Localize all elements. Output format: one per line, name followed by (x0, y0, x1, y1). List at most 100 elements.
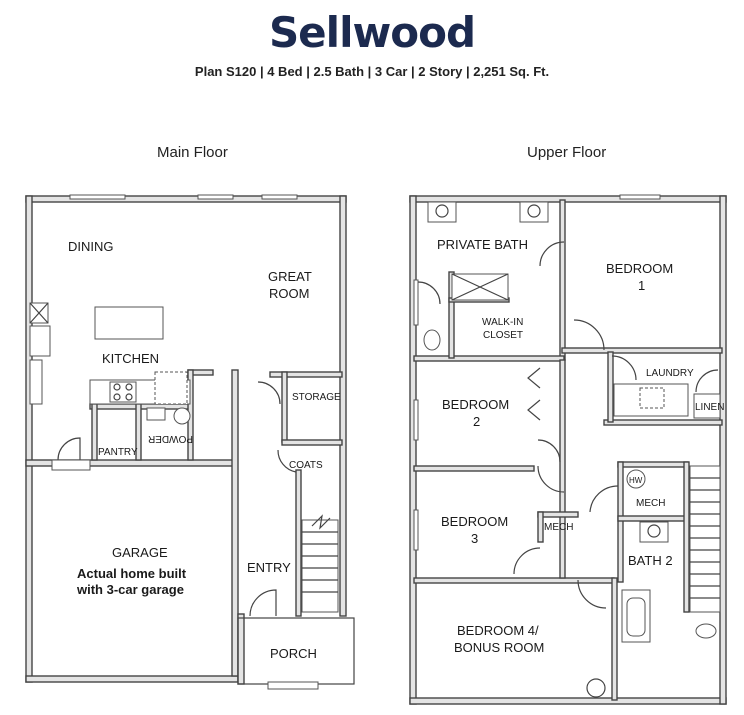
counter (29, 359, 43, 405)
hall-wall (559, 359, 566, 579)
walkin-wall (448, 271, 455, 359)
door-swing (589, 485, 619, 513)
room-porch: PORCH (270, 646, 317, 661)
door-swing (417, 281, 441, 305)
plan-title: Sellwood (268, 8, 476, 57)
door-swing (513, 547, 541, 575)
window (413, 279, 419, 326)
room-bedroom-3: BEDROOM (441, 514, 508, 529)
toilet (695, 623, 717, 639)
mech-bottom-wall (617, 515, 689, 522)
linen-cabinet (693, 393, 721, 419)
room-bedroom-2: BEDROOM (442, 397, 509, 412)
bath2-left-wall (611, 577, 618, 701)
pantry-wall (91, 403, 98, 461)
refrigerator (154, 371, 188, 405)
mech-left-wall (617, 461, 624, 583)
room-bedroom-2-num: 2 (473, 414, 480, 429)
storage-wall (269, 371, 343, 378)
kitchen-sink (29, 325, 51, 357)
window (197, 194, 234, 200)
window (261, 194, 298, 200)
upper-wall-top (409, 195, 727, 203)
room-mech-small: MECH (544, 522, 573, 533)
plan-specs: Plan S120 | 4 Bed | 2.5 Bath | 3 Car | 2… (194, 64, 550, 79)
room-coats: COATS (289, 460, 323, 471)
garage-right-wall (231, 369, 239, 677)
door-swing (577, 579, 607, 609)
room-bedroom-1-num: 1 (638, 278, 645, 293)
main-floor-plan: DINING GREAT ROOM KITCHEN STORAGE PANTRY… (25, 194, 355, 690)
upper-wall-right (719, 195, 727, 705)
upper-wall-left (409, 195, 417, 705)
powder-sink (146, 407, 166, 421)
door-swing (695, 369, 719, 393)
porch-step (267, 681, 319, 690)
room-laundry: LAUNDRY (646, 368, 694, 379)
door-swing (611, 355, 637, 381)
upper-floor-label: Upper Floor (527, 144, 607, 161)
bath-sink (519, 201, 549, 223)
room-bedroom-4-2: BONUS ROOM (454, 640, 544, 655)
mech-top-wall (617, 461, 689, 468)
door-swing (249, 589, 277, 617)
watermark-logo (586, 678, 606, 698)
window (413, 399, 419, 441)
room-walkin-closet-2: CLOSET (483, 330, 523, 341)
window (413, 509, 419, 551)
coats-wall (281, 439, 343, 446)
stair-wall (295, 469, 302, 617)
toilet (173, 407, 191, 425)
room-great-room: GREAT (268, 269, 312, 284)
garage-door-step (51, 459, 91, 471)
porch-wall (237, 613, 245, 685)
room-dining: DINING (68, 239, 114, 254)
main-floor-label: Main Floor (157, 144, 228, 161)
room-pantry: PANTRY (98, 447, 138, 458)
wall-bed1-laundry (561, 347, 723, 354)
door-swing (573, 319, 605, 351)
room-storage: STORAGE (292, 392, 341, 403)
room-mech-upper: MECH (636, 498, 665, 509)
storage-wall (281, 371, 288, 443)
door-swing (537, 465, 565, 493)
room-bedroom-4: BEDROOM 4/ (457, 623, 539, 638)
upper-wall-bottom (409, 697, 727, 705)
upper-stairs (689, 465, 721, 613)
label-hw: HW (629, 476, 643, 485)
laundry-left-wall (607, 351, 614, 423)
room-linen: LINEN (695, 402, 724, 413)
window (619, 194, 661, 200)
small-mech-top (537, 511, 579, 518)
window (69, 194, 126, 200)
water-heater (626, 469, 646, 489)
main-wall-bottom (25, 675, 239, 683)
kitchen-island (94, 306, 164, 340)
room-garage: GARAGE (112, 545, 168, 560)
door-swing (277, 449, 297, 473)
small-mech-side (537, 511, 544, 543)
room-powder: POWDER (148, 433, 193, 444)
door-swing (57, 437, 81, 461)
door-swing (537, 439, 561, 463)
door-swing (257, 381, 281, 405)
closet-bifold (527, 399, 541, 421)
room-entry: ENTRY (247, 560, 291, 575)
room-kitchen: KITCHEN (102, 351, 159, 366)
wall-bath-bed1 (559, 199, 566, 361)
main-wall-right (339, 195, 347, 617)
room-bedroom-3-num: 3 (471, 531, 478, 546)
garage-note-line2: with 3-car garage (76, 582, 184, 597)
toilet (423, 329, 441, 351)
bath-sink (427, 201, 457, 223)
room-private-bath: PRIVATE BATH (437, 237, 528, 252)
main-wall-left (25, 195, 33, 683)
bath2-sink (639, 521, 669, 543)
upper-floor-plan: PRIVATE BATH BEDROOM 1 WALK-IN CLOSET LA… (409, 194, 727, 705)
wall-bed3-bed4 (413, 577, 615, 584)
closet-bifold (527, 367, 541, 389)
main-stairs (301, 514, 339, 613)
garage-note-line1: Actual home built (77, 566, 187, 581)
wall-bath-bed2 (413, 355, 565, 362)
